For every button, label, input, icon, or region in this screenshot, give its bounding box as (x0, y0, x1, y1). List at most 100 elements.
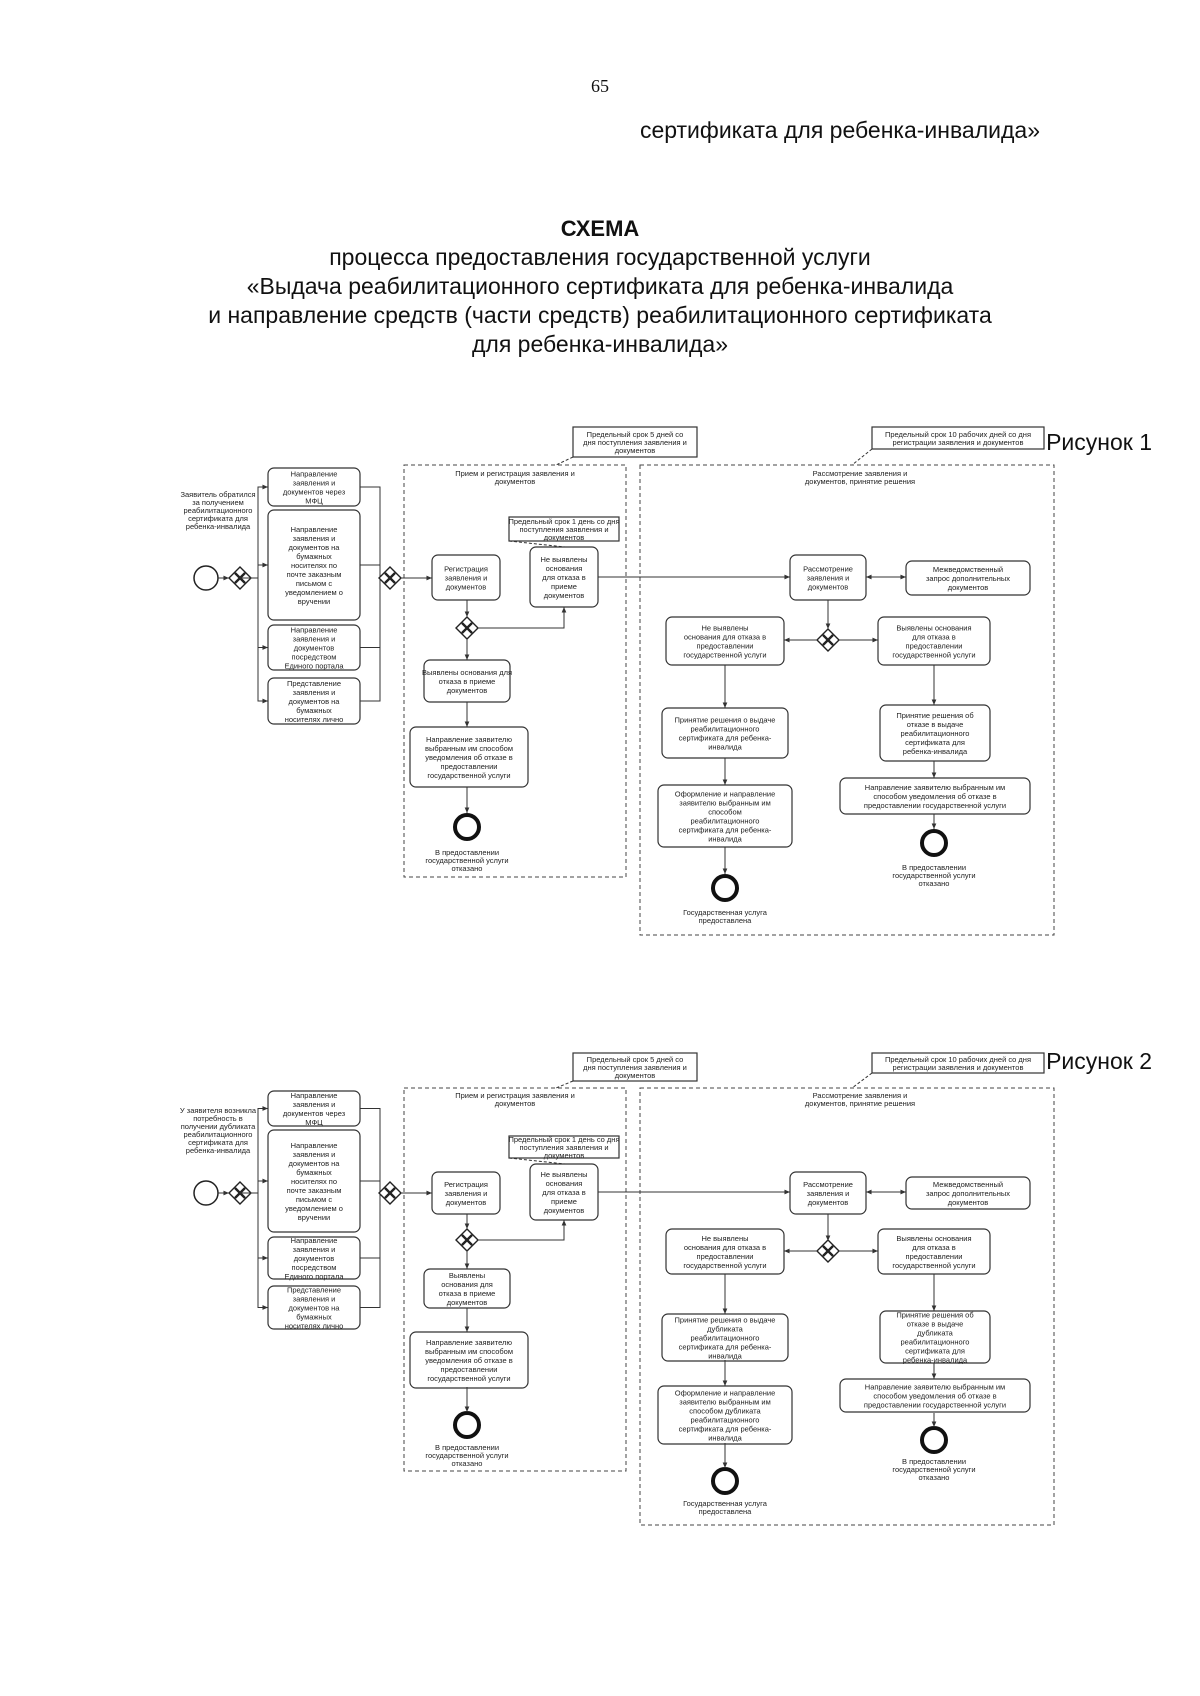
scheme-subtitle-line3: и направление средств (части средств) ре… (208, 302, 992, 328)
flow-split-to-channel-4-head (262, 698, 268, 704)
flow-split-to-channel-3 (240, 1192, 268, 1259)
flow-gateway-to-refusal-head (872, 637, 878, 643)
flow-gateway-to-no-grounds-head (561, 607, 567, 613)
review-decision-gateway-x2 (822, 1245, 834, 1257)
end-event-intake-refused (453, 1411, 481, 1439)
flow-register-to-gateway-head (464, 1223, 470, 1229)
flow-no-refusal-to-issue-decision-head (722, 1308, 728, 1314)
flow-channel-4-to-join (360, 577, 381, 702)
flow-issue-to-end-head (722, 868, 728, 874)
task-decision-refuse (879, 704, 991, 762)
flow-split-to-channel-2-head (262, 1178, 268, 1184)
task-decision-refuse (879, 1310, 991, 1364)
lane-review-deadline-note (871, 426, 1045, 450)
lane-intake-deadline-note-link (555, 1080, 574, 1089)
flow-issue-decision-to-issue-head (722, 779, 728, 785)
intake-decision-gateway-x2 (461, 1234, 473, 1246)
page-number: 65 (591, 76, 609, 96)
task-notify-refusal (839, 777, 1031, 815)
channel-join-gateway-x2 (384, 1187, 396, 1199)
scheme-title: СХЕМА (560, 216, 640, 241)
register-deadline-note-link (508, 1157, 566, 1165)
header-continuation: сертификата для ребенка-инвалида» (639, 117, 1040, 143)
lane-intake-deadline-note-link (555, 456, 574, 466)
end-event-service-refused (920, 829, 948, 857)
flow-join-to-register-head (426, 575, 432, 581)
flow-notify-to-end-head (464, 1406, 470, 1412)
flow-split-to-channel-2-head (262, 562, 268, 568)
flow-channel-1-to-join (360, 1108, 381, 1194)
flow-gateway-to-no-grounds-head (561, 1220, 567, 1226)
flow-channel-3-to-join (360, 1192, 381, 1259)
task-interagency-request (905, 560, 1031, 596)
start-event (193, 1180, 219, 1206)
task-notify-intake-refusal (409, 1331, 529, 1389)
flow-no-refusal-to-issue-decision-head (722, 702, 728, 708)
flow-split-to-channel-3-head (262, 1255, 268, 1261)
flow-request-to-review-head (866, 1189, 872, 1195)
register-deadline-note-link (508, 540, 566, 548)
scheme-subtitle-line1: процесса предоставления государственной … (329, 244, 871, 270)
task-interagency-request (905, 1176, 1031, 1210)
flow-notify-refusal-to-end-head (931, 1421, 937, 1427)
flow-found-to-notify-head (464, 721, 470, 727)
flow-split-to-channel-4-head (262, 1305, 268, 1310)
task-notify-refusal (839, 1378, 1031, 1413)
flow-gateway-to-found-grounds-head (464, 1263, 470, 1269)
flow-intake-to-review-head (784, 1189, 790, 1195)
end-event-intake-refused (453, 813, 481, 841)
flow-channel-2-to-join (360, 564, 381, 579)
figure-2-label: Рисунок 2 (1046, 1048, 1152, 1074)
flow-split-to-channel-1-head (262, 484, 268, 490)
flow-channel-2-to-join (360, 1180, 381, 1194)
flow-refusal-to-refuse-decision-head (931, 1305, 937, 1311)
flow-gateway-to-no-refusal-head (784, 637, 790, 643)
register-deadline-note (508, 1135, 620, 1159)
scheme-subtitle-line4: для ребенка-инвалида» (471, 331, 728, 357)
lane-review-deadline-note (871, 1052, 1045, 1074)
task-notify-intake-refusal (409, 726, 529, 788)
review-decision-gateway-x2 (822, 634, 834, 646)
lane-intake-group (403, 464, 627, 878)
scheme-subtitle-line2: «Выдача реабилитационного сертификата дл… (246, 273, 954, 299)
flow-review-to-gateway-head (825, 1235, 831, 1241)
flow-start-to-split-head (223, 1190, 229, 1196)
flow-split-to-channel-4 (240, 1192, 268, 1308)
flow-gateway-to-no-grounds (478, 1220, 565, 1241)
figure-1-label: Рисунок 1 (1046, 429, 1152, 455)
